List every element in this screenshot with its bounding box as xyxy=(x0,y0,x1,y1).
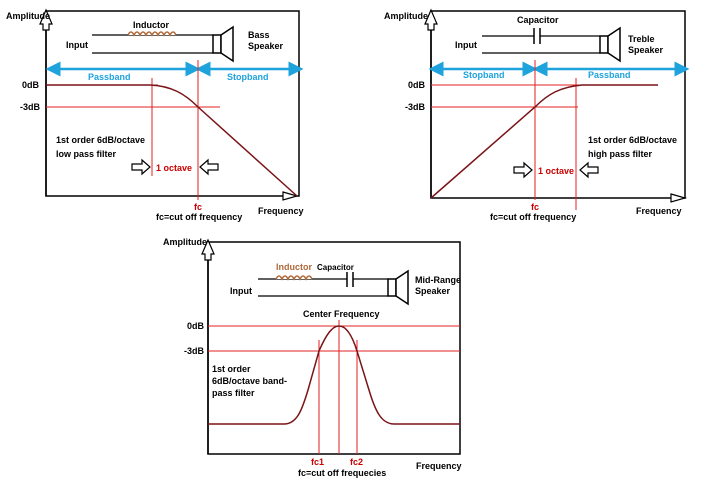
fc-note: fc=cut off frequecies xyxy=(298,468,386,478)
input-label: Input xyxy=(66,40,88,50)
filter-description-1: 1st order xyxy=(212,364,251,374)
speaker-icon xyxy=(599,26,621,63)
minus3-db-label: -3dB xyxy=(20,102,41,112)
capacitor-icon xyxy=(346,272,354,287)
octave-label: 1 octave xyxy=(538,166,574,176)
stopband-label: Stopband xyxy=(227,72,269,82)
fc-label: fc xyxy=(531,202,539,212)
amplitude-axis-arrow xyxy=(424,8,438,198)
inductor-coil xyxy=(275,275,313,281)
filter-description-1: 1st order 6dB/octave xyxy=(588,135,677,145)
filter-description-2: 6dB/octave band- xyxy=(212,376,287,386)
stopband-label: Stopband xyxy=(463,70,505,80)
zero-db-label: 0dB xyxy=(22,80,40,90)
speaker-label-2: Speaker xyxy=(248,41,284,51)
minus3-db-label: -3dB xyxy=(184,346,205,356)
amplitude-label: Amplitude xyxy=(6,11,50,21)
speaker-label-1: Treble xyxy=(628,34,655,44)
lowpass-response-curve xyxy=(46,84,298,197)
input-label: Input xyxy=(455,40,477,50)
fc1-label: fc1 xyxy=(311,457,324,467)
octave-arrow-right-icon xyxy=(199,158,219,176)
highpass-panel: Amplitude Frequency Input Capacitor Treb… xyxy=(384,8,690,222)
filter-description-2: high pass filter xyxy=(588,149,653,159)
passband-label: Passband xyxy=(88,72,131,82)
speaker-label-2: Speaker xyxy=(628,45,664,55)
lowpass-panel: Amplitude Frequency Input Inductor Bass … xyxy=(6,8,304,222)
fc2-label: fc2 xyxy=(350,457,363,467)
zero-db-label: 0dB xyxy=(187,321,205,331)
inductor-coil xyxy=(127,31,177,37)
fc-note: fc=cut off frequency xyxy=(490,212,576,222)
capacitor-label: Capacitor xyxy=(517,15,559,25)
amplitude-axis-arrow xyxy=(39,8,53,196)
filter-description-3: pass filter xyxy=(212,388,255,398)
amplitude-label: Amplitude xyxy=(163,237,207,247)
capacitor-label: Capacitor xyxy=(317,263,354,272)
minus3-db-label: -3dB xyxy=(405,102,426,112)
frequency-label: Frequency xyxy=(636,206,682,216)
frequency-axis-arrow xyxy=(670,193,688,203)
bandpass-frame xyxy=(207,241,461,455)
speaker-icon xyxy=(387,269,409,306)
zero-db-label: 0dB xyxy=(408,80,426,90)
center-frequency-label: Center Frequency xyxy=(303,309,380,319)
inductor-label: Inductor xyxy=(276,262,312,272)
speaker-label-1: Mid-Range xyxy=(415,275,461,285)
frequency-label: Frequency xyxy=(416,461,462,471)
filter-description-2: low pass filter xyxy=(56,149,117,159)
speaker-label-1: Bass xyxy=(248,30,270,40)
highpass-response-curve xyxy=(430,84,658,199)
speaker-label-2: Speaker xyxy=(415,286,451,296)
octave-arrow-left-icon xyxy=(131,158,151,176)
bandpass-panel: Amplitude Frequency Input Inductor Capac… xyxy=(163,237,462,478)
inductor-label: Inductor xyxy=(133,20,169,30)
frequency-axis-arrow xyxy=(282,191,300,201)
filter-description-1: 1st order 6dB/octave xyxy=(56,135,145,145)
input-label: Input xyxy=(230,286,252,296)
fc-note: fc=cut off frequency xyxy=(156,212,242,222)
octave-arrow-right-icon xyxy=(579,161,599,179)
speaker-icon xyxy=(212,25,234,63)
octave-arrow-left-icon xyxy=(513,161,533,179)
frequency-label: Frequency xyxy=(258,206,304,216)
passband-label: Passband xyxy=(588,70,631,80)
fc-label: fc xyxy=(194,202,202,212)
bandpass-response-curve xyxy=(208,325,460,425)
amplitude-axis-arrow xyxy=(201,238,215,454)
capacitor-icon xyxy=(533,28,541,44)
amplitude-label: Amplitude xyxy=(384,11,428,21)
octave-label: 1 octave xyxy=(156,163,192,173)
